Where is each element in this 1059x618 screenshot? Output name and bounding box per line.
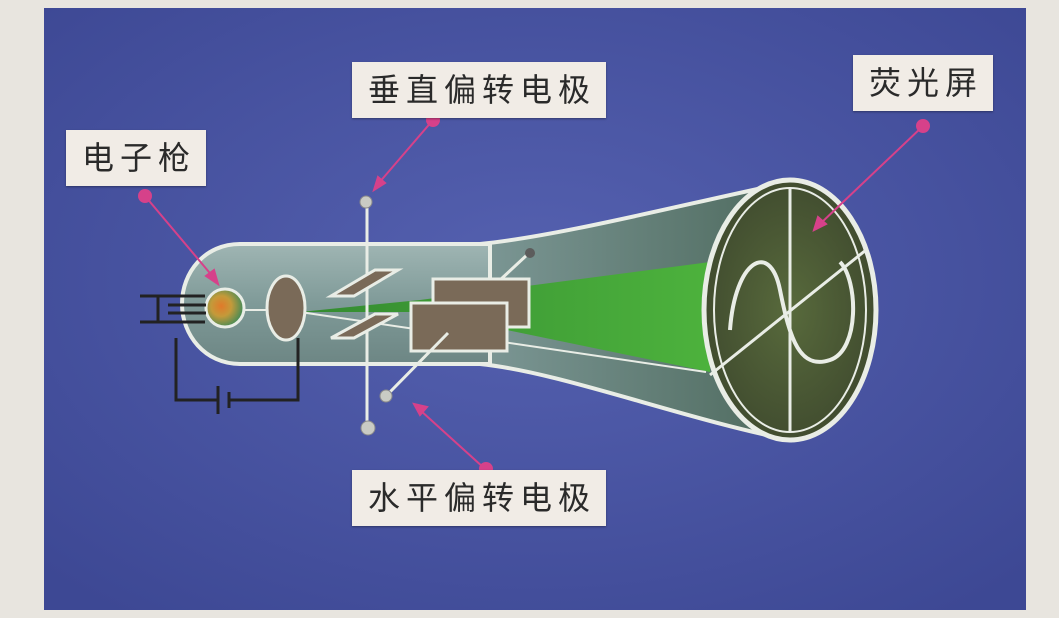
- arrow-vertical: [372, 175, 387, 193]
- dot-electron-gun: [138, 189, 152, 203]
- pointer-vertical: [377, 119, 434, 185]
- horizontal-plate-front: [409, 301, 509, 353]
- vertical-terminal-top: [359, 195, 373, 209]
- vertical-terminal-bottom: [360, 420, 376, 436]
- horizontal-terminal-bottom: [379, 389, 393, 403]
- horizontal-lead-top: [498, 252, 530, 282]
- electron-gun-cathode: [204, 287, 246, 329]
- pointer-horizontal: [419, 409, 485, 469]
- vertical-plate-bottom: [330, 312, 399, 340]
- horizontal-lead-bottom: [386, 331, 450, 396]
- pointer-screen: [819, 125, 924, 225]
- focusing-anode: [265, 274, 307, 342]
- screen-diagonal-line: [709, 248, 867, 377]
- label-vertical-deflection-electrode: 垂直偏转电极: [352, 62, 607, 118]
- vertical-plate-top: [325, 268, 404, 298]
- arrow-horizontal: [412, 402, 429, 417]
- gun-wiring: [140, 294, 300, 414]
- dot-screen: [916, 119, 930, 133]
- arrow-screen: [812, 215, 828, 232]
- label-fluorescent-screen: 荧光屏: [853, 55, 994, 111]
- horizontal-terminal-top: [525, 248, 535, 258]
- arrow-electron-gun: [204, 268, 220, 287]
- label-electron-gun: 电子枪: [66, 130, 207, 186]
- pointer-electron-gun: [144, 195, 215, 279]
- screen-waveform: [728, 260, 856, 364]
- label-horizontal-deflection-electrode: 水平偏转电极: [352, 470, 607, 526]
